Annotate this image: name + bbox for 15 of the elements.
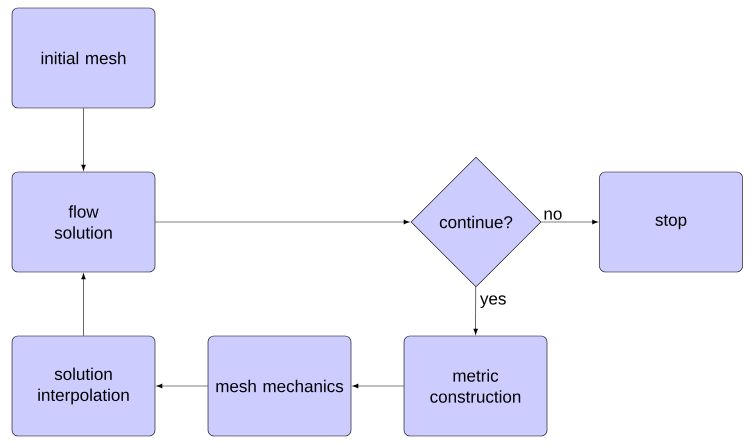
process-box: stop <box>599 172 743 272</box>
process-box: solution interpolation <box>12 336 156 436</box>
arrow <box>155 220 410 224</box>
arrow <box>352 384 404 388</box>
edge-label: yes <box>478 294 508 310</box>
process-box: flow solution <box>12 172 156 272</box>
process-box: metric construction <box>404 336 548 436</box>
arrow <box>81 108 86 171</box>
arrow <box>541 220 598 224</box>
process-box: mesh mechanics <box>208 336 352 436</box>
arrow <box>473 286 478 335</box>
arrow <box>156 384 208 388</box>
process-box: initial mesh <box>12 8 156 108</box>
edge-label: no <box>542 210 564 221</box>
arrow <box>81 273 86 336</box>
